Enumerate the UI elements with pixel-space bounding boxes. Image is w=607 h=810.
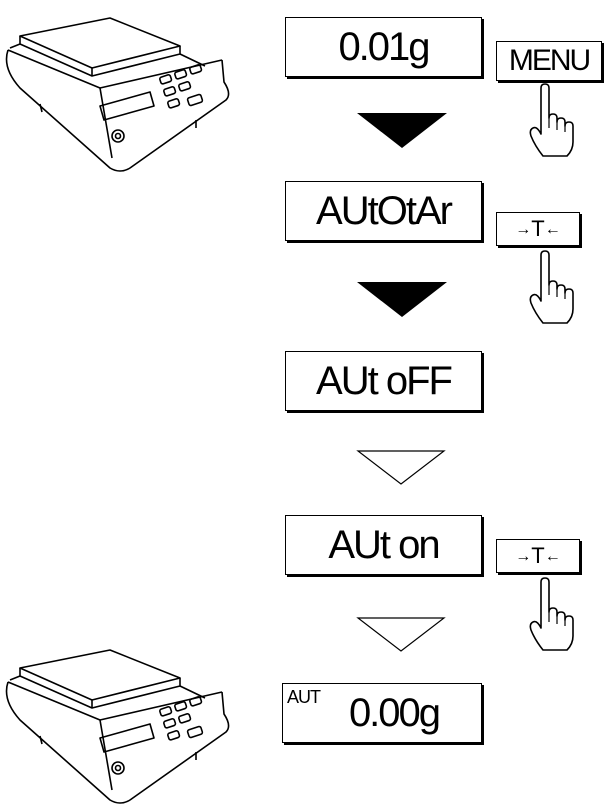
auto-tare-indicator: AUT — [287, 687, 321, 707]
arrow-down-outline-icon — [356, 450, 446, 485]
tare-button[interactable]: →T← — [496, 539, 580, 573]
display-text: AUt oFF — [316, 359, 453, 403]
tare-arrow-right: ← — [544, 548, 561, 565]
tare-arrow-right: ← — [544, 221, 561, 238]
tare-button[interactable]: →T← — [496, 212, 580, 246]
display-text: 0.00g — [348, 691, 441, 735]
display-text: 0.01g — [338, 25, 430, 69]
arrow-down-filled-icon — [357, 113, 447, 148]
display-step-3: AUt oFF — [285, 351, 482, 411]
hand-pointer-icon — [529, 83, 574, 157]
hand-pointer-icon — [529, 250, 574, 324]
scale-icon — [5, 649, 230, 804]
display-step-5: AUT 0.00g — [282, 683, 482, 743]
menu-button[interactable]: MENU — [496, 41, 602, 81]
tare-letter: T — [531, 216, 545, 241]
scale-icon — [5, 17, 230, 172]
display-text: AUtOtAr — [316, 189, 453, 233]
tare-arrow-left: → — [515, 221, 532, 238]
display-step-4: AUt on — [285, 515, 482, 575]
tare-arrow-left: → — [515, 548, 532, 565]
display-step-1: 0.01g — [285, 17, 482, 77]
display-text: AUt on — [328, 523, 440, 567]
arrow-down-filled-icon — [357, 282, 447, 317]
menu-button-label: MENU — [508, 44, 591, 77]
tare-letter: T — [531, 543, 545, 568]
arrow-down-outline-icon — [356, 617, 446, 652]
display-step-2: AUtOtAr — [285, 181, 482, 241]
hand-pointer-icon — [529, 577, 574, 651]
